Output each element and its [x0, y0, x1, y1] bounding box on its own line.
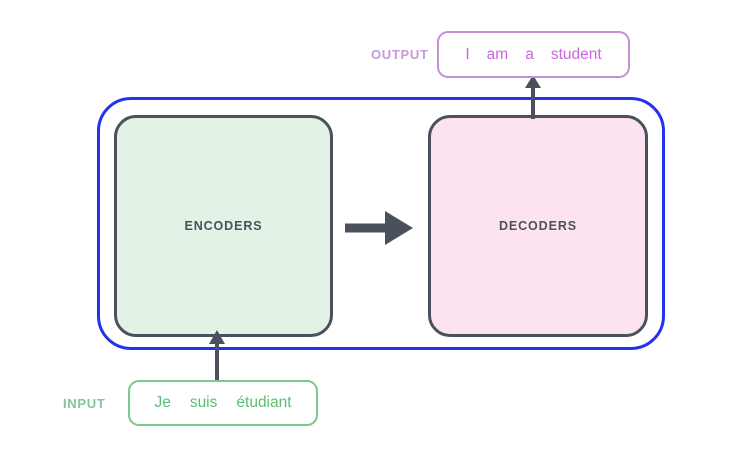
decoders-label: DECODERS: [498, 219, 578, 233]
encoders-box[interactable]: ENCODERS: [114, 115, 333, 337]
transformer-container: [97, 97, 665, 350]
output-token: a: [525, 45, 534, 63]
encoders-label: ENCODERS: [184, 219, 263, 233]
input-token: suis: [189, 394, 218, 411]
output-token: I: [465, 45, 470, 63]
arrow-right-icon: [345, 211, 413, 245]
input-token: Je: [154, 394, 171, 411]
arrow-up-icon: [209, 330, 225, 382]
input-token: étudiant: [236, 394, 292, 411]
input-token-box[interactable]: Je suis étudiant: [128, 380, 318, 426]
output-label: OUTPUT: [371, 47, 429, 62]
input-label: INPUT: [63, 396, 106, 411]
output-token: student: [550, 45, 602, 63]
decoders-box[interactable]: DECODERS: [428, 115, 648, 337]
output-token: am: [486, 45, 509, 63]
arrow-up-icon: [525, 75, 541, 119]
output-token-box[interactable]: I am a student: [437, 31, 630, 78]
